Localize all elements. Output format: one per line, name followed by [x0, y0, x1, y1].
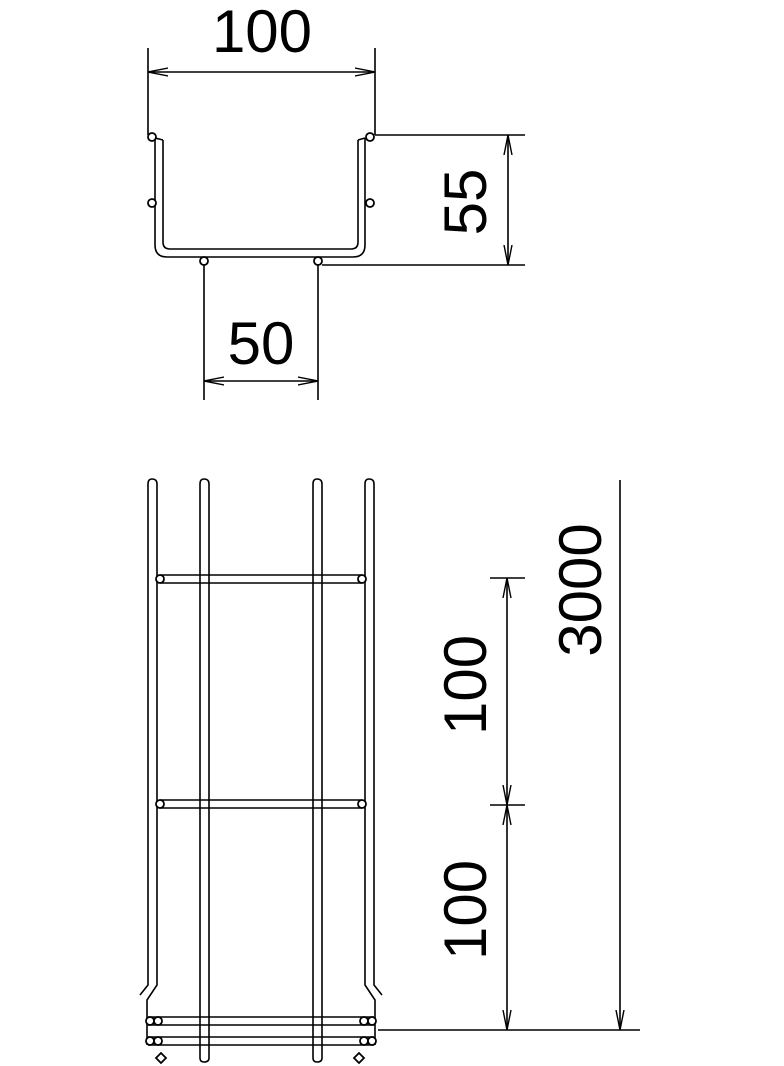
- dimension-height-label: 55: [432, 169, 499, 236]
- tray-inner-profile: [162, 140, 359, 250]
- cross-section-view: 100 55 50: [147, 0, 525, 400]
- extension-lines-height: [322, 134, 525, 266]
- extension-lines-width: [147, 48, 376, 135]
- dimension-bottom-label: 50: [228, 310, 295, 377]
- dimension-spacing-lower-label: 100: [432, 860, 499, 960]
- longitudinal-wires: [139, 478, 383, 1063]
- dimension-width-label: 100: [212, 0, 312, 65]
- plan-view: 3000 100 100: [139, 478, 640, 1065]
- dimension-length-label: 3000: [547, 523, 614, 656]
- cross-wires: [145, 574, 377, 1065]
- tray-outer-profile: [154, 138, 366, 258]
- wire-ends: [147, 132, 375, 266]
- dimension-spacing-upper-label: 100: [432, 635, 499, 735]
